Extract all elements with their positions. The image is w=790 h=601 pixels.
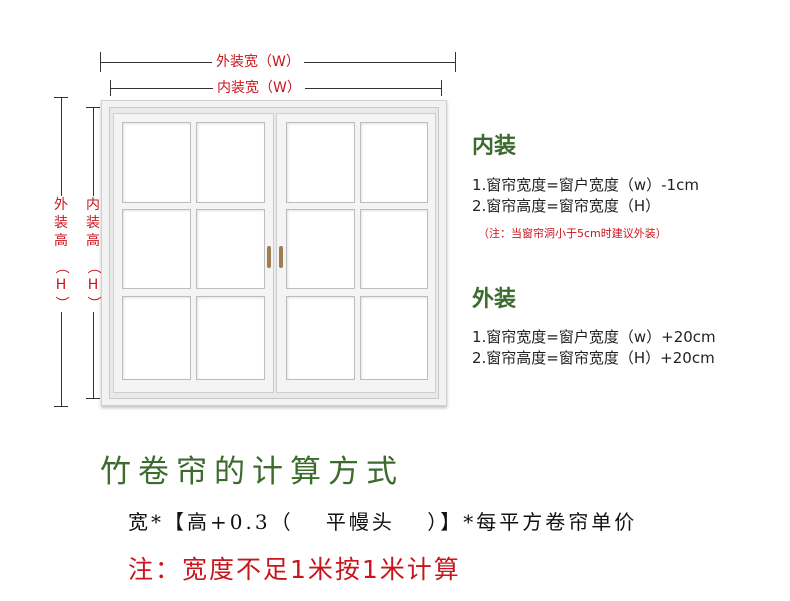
outer-height-char: 高 xyxy=(54,233,68,249)
inner-height-char: H xyxy=(87,277,99,293)
window-pane xyxy=(196,209,265,289)
outer-height-char: 装 xyxy=(54,215,68,231)
outer-install-rule-height: 2.窗帘高度=窗帘宽度（H）+20cm xyxy=(472,349,715,367)
inner-height-char: 高 xyxy=(86,233,100,249)
outer-height-char: 外 xyxy=(54,197,68,213)
window-handle-icon xyxy=(267,246,271,268)
outer-install-rule-width: 1.窗帘宽度=窗户宽度（w）+20cm xyxy=(472,328,716,346)
inner-install-rule-height: 2.窗帘高度=窗帘宽度（H） xyxy=(472,197,661,215)
window-pane xyxy=(122,122,191,203)
inner-install-note: （注：当窗帘洞小于5cm时建议外装） xyxy=(478,227,667,240)
outer-height-char: ） xyxy=(53,296,69,310)
inner-height-label: 内 装 高 （ H ） xyxy=(85,196,101,312)
calc-formula: 宽*【高+0.3（ 平幔头 ）】*每平方卷帘单价 xyxy=(128,510,638,534)
window-pane xyxy=(360,122,428,203)
calc-title: 竹卷帘的计算方式 xyxy=(100,454,404,490)
window-pane xyxy=(286,122,355,203)
inner-height-tick-bottom xyxy=(86,398,100,399)
inner-install-heading: 内装 xyxy=(472,134,517,159)
outer-height-char: （ xyxy=(53,260,69,274)
inner-height-char: ） xyxy=(85,296,101,310)
inner-height-char: 装 xyxy=(86,215,100,231)
outer-install-heading: 外装 xyxy=(472,287,517,312)
outer-width-label: 外装宽（W） xyxy=(212,54,304,70)
inner-width-label: 内装宽（W） xyxy=(213,80,305,96)
inner-height-char: 内 xyxy=(86,197,100,213)
window-pane xyxy=(360,296,428,380)
window-pane xyxy=(196,122,265,203)
outer-height-char: H xyxy=(55,277,67,293)
inner-height-char: （ xyxy=(85,260,101,274)
window-pane xyxy=(122,296,191,380)
window-pane xyxy=(196,296,265,380)
window-pane xyxy=(286,209,355,289)
inner-install-rule-width: 1.窗帘宽度=窗户宽度（w）-1cm xyxy=(472,176,699,194)
outer-height-label: 外 装 高 （ H ） xyxy=(53,196,69,312)
calc-note: 注：宽度不足1米按1米计算 xyxy=(128,555,461,584)
window-pane xyxy=(360,209,428,289)
window-handle-icon xyxy=(279,246,283,268)
window-pane xyxy=(286,296,355,380)
window-pane xyxy=(122,209,191,289)
